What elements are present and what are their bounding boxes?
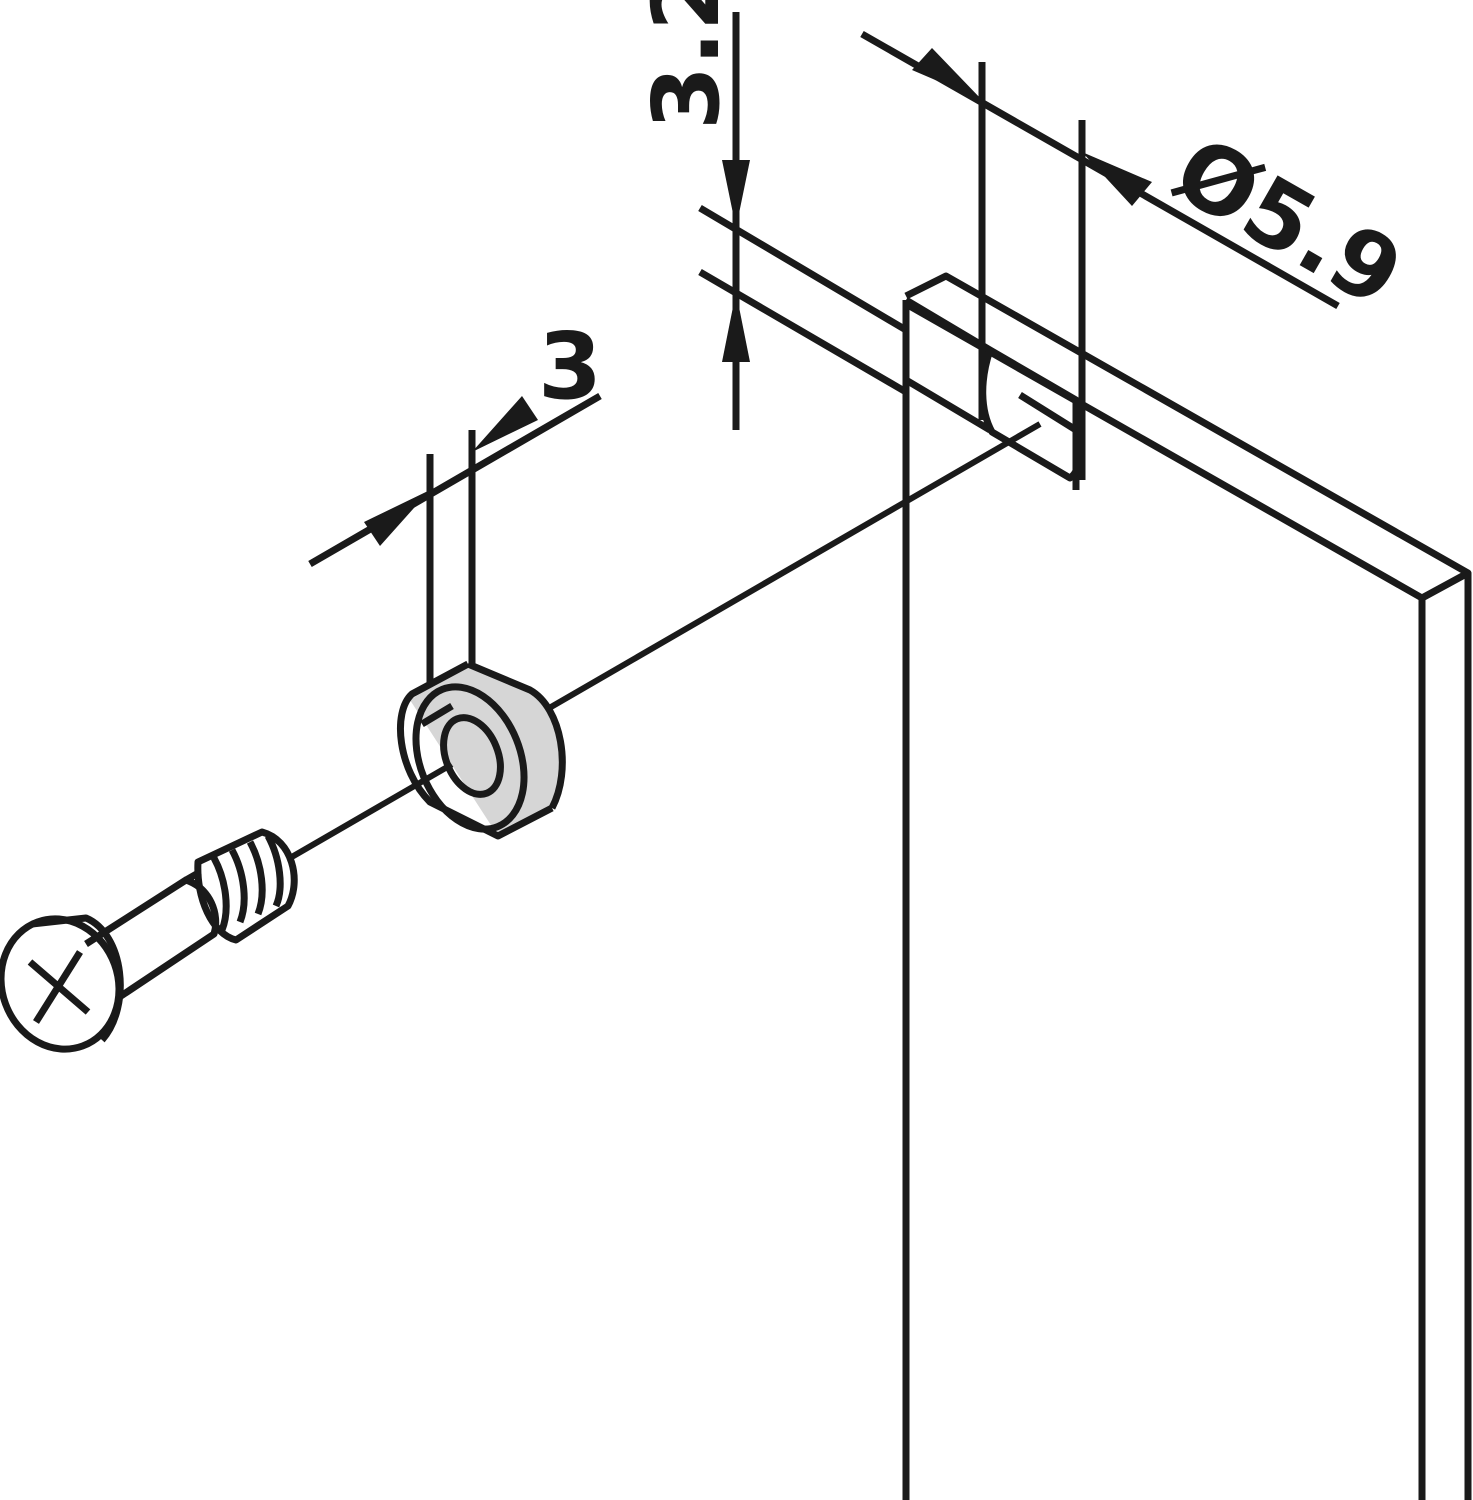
- washer-outline-left: [397, 660, 554, 840]
- connector-screw: [0, 828, 298, 1053]
- washer-face-outer: [412, 683, 528, 833]
- depth-extension-line-bottom: [698, 268, 908, 396]
- diameter-label: Ø5.9: [1157, 116, 1420, 328]
- slot-back-edge: [904, 296, 1080, 490]
- thickness-arrow-left: [364, 490, 430, 546]
- depth-arrow-top: [722, 160, 750, 228]
- slot-bore-inner: [1018, 392, 1078, 433]
- washer: [397, 660, 566, 840]
- board-top-edge: [904, 272, 1472, 602]
- screw-thread-1: [210, 856, 230, 932]
- dimension-washer-thickness: 3: [308, 313, 602, 690]
- washer-hole: [440, 714, 504, 798]
- thickness-dimension-line: [308, 392, 602, 568]
- dimension-diameter: Ø5.9: [860, 30, 1420, 480]
- screw-thread-3: [246, 840, 266, 916]
- washer-body: [410, 664, 563, 836]
- diameter-arrow-right: [1082, 152, 1152, 206]
- washer-face-detail: [420, 702, 454, 728]
- board-panel: [902, 272, 1472, 1500]
- diameter-arrow-left: [912, 48, 982, 100]
- thickness-arrow-right: [472, 396, 538, 452]
- assembly-axis-line: [288, 421, 1042, 861]
- thickness-label: 3: [538, 313, 602, 420]
- depth-extension-line-top: [698, 204, 908, 334]
- depth-label: 3.2: [633, 0, 740, 130]
- screw-thread-2: [228, 848, 248, 924]
- cross-recess-stroke-2: [33, 950, 83, 1024]
- screw-thread-4: [264, 834, 284, 908]
- screw-thread-body: [194, 828, 298, 944]
- slot-recess: [902, 296, 1085, 490]
- screw-head-rim: [31, 914, 124, 1043]
- slot-bore: [979, 348, 1085, 482]
- screw-shank-step: [184, 868, 202, 884]
- washer-outline-right: [466, 660, 566, 810]
- depth-arrow-bottom: [722, 292, 750, 362]
- slot-front-edge: [902, 300, 992, 434]
- dimension-depth: 3.2: [633, 0, 908, 430]
